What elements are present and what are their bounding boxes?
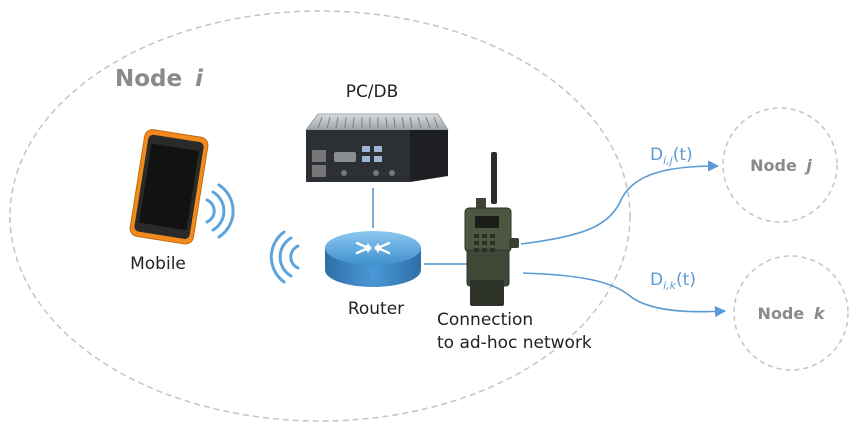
node-k-boundary: [733, 255, 849, 371]
node-j-label: Node: [750, 156, 797, 175]
mobile-signal-icon: [205, 183, 235, 239]
pc-db-label: PC/DB: [346, 82, 399, 102]
node-k-index: k: [814, 304, 826, 323]
flow-arrow-to-node-j: [520, 160, 720, 245]
node-k-title: Node k: [758, 304, 826, 323]
node-j-boundary: [722, 107, 838, 223]
router-signal-icon: [269, 230, 300, 284]
mobile-tablet-icon: [129, 129, 209, 245]
flow-label-to-node-j: Di,j(t): [650, 145, 693, 167]
flow-k-symbol: D: [650, 270, 663, 290]
flow-j-symbol: D: [650, 145, 663, 165]
flow-j-arg: (t): [673, 145, 693, 165]
node-j-title: Node j: [750, 156, 812, 175]
flow-j-subscript: i,j: [663, 154, 674, 167]
router-icon: [325, 231, 421, 287]
flow-label-to-node-k: Di,k(t): [650, 270, 696, 292]
node-i-title: Node i: [115, 66, 204, 92]
pc-db-icon: [305, 113, 449, 182]
node-i-index: i: [195, 66, 204, 92]
radio-label-line1: Connection: [437, 310, 533, 330]
mobile-label: Mobile: [130, 254, 186, 274]
node-k-label: Node: [758, 304, 805, 323]
node-i-boundary: [9, 10, 631, 422]
router-label: Router: [348, 299, 404, 319]
node-i-label: Node: [115, 66, 182, 92]
flow-k-subscript: i,k: [663, 279, 677, 292]
flow-k-arg: (t): [676, 270, 696, 290]
node-j-index: j: [803, 156, 812, 175]
flow-arrow-to-node-k: [522, 272, 727, 318]
radio-label-line2: to ad-hoc network: [437, 333, 592, 353]
radio-icon: [464, 152, 519, 306]
